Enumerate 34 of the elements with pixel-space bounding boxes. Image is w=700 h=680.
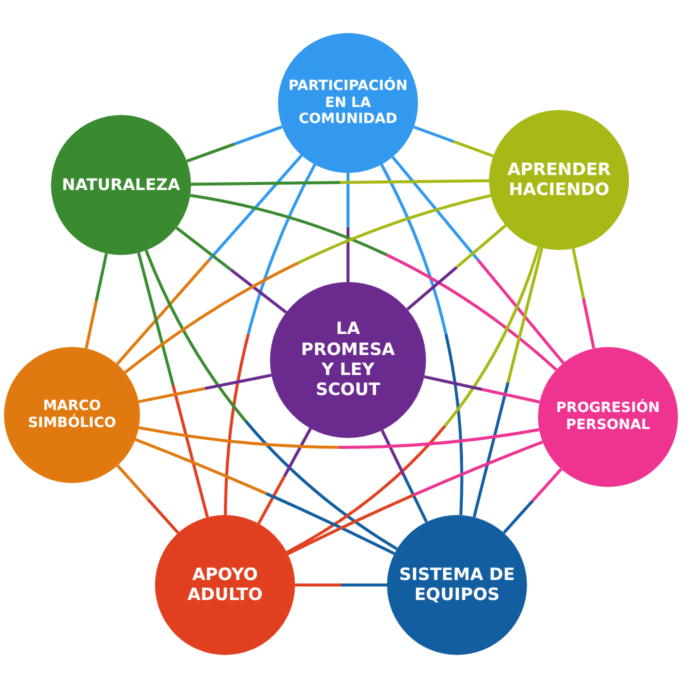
connector-line xyxy=(346,173,350,282)
connector-line xyxy=(144,250,398,550)
connector-line xyxy=(116,464,180,534)
node-label: APOYO ADULTO xyxy=(186,564,264,606)
connector-line xyxy=(380,430,428,523)
node-label: APRENDER HACIENDO xyxy=(506,160,612,200)
node-label: SISTEMA DE EQUIPOS xyxy=(398,564,516,606)
connector-line xyxy=(190,179,490,186)
connector-line xyxy=(502,468,562,534)
connector-line xyxy=(137,252,209,518)
node-label: PARTICIPACIÓN EN LA COMUNIDAD xyxy=(288,78,408,128)
connector-line xyxy=(287,440,544,556)
connector-line xyxy=(413,126,494,158)
node-label: PROGRESIÓN PERSONAL xyxy=(555,400,661,434)
connector-line xyxy=(286,246,540,554)
node-label: NATURALEZA xyxy=(62,175,180,195)
connector-line xyxy=(138,426,540,449)
connector-line xyxy=(380,164,464,516)
connector-line xyxy=(472,248,544,518)
connector-line xyxy=(424,375,540,404)
connector-line xyxy=(186,125,283,163)
connector-line xyxy=(572,248,596,349)
connector-line xyxy=(391,156,565,364)
connector-line xyxy=(84,253,108,349)
connector-line xyxy=(295,584,387,586)
node-label: MARCO SIMBÓLICO xyxy=(26,398,118,432)
connector-line xyxy=(138,374,272,404)
node-label: LA PROMESA Y LEY SCOUT xyxy=(300,319,396,401)
connector-line xyxy=(190,194,558,371)
connector-line xyxy=(224,164,316,516)
connector-line xyxy=(134,438,396,556)
connector-line xyxy=(175,226,288,314)
connector-line xyxy=(116,154,303,366)
connector-line xyxy=(124,194,492,374)
